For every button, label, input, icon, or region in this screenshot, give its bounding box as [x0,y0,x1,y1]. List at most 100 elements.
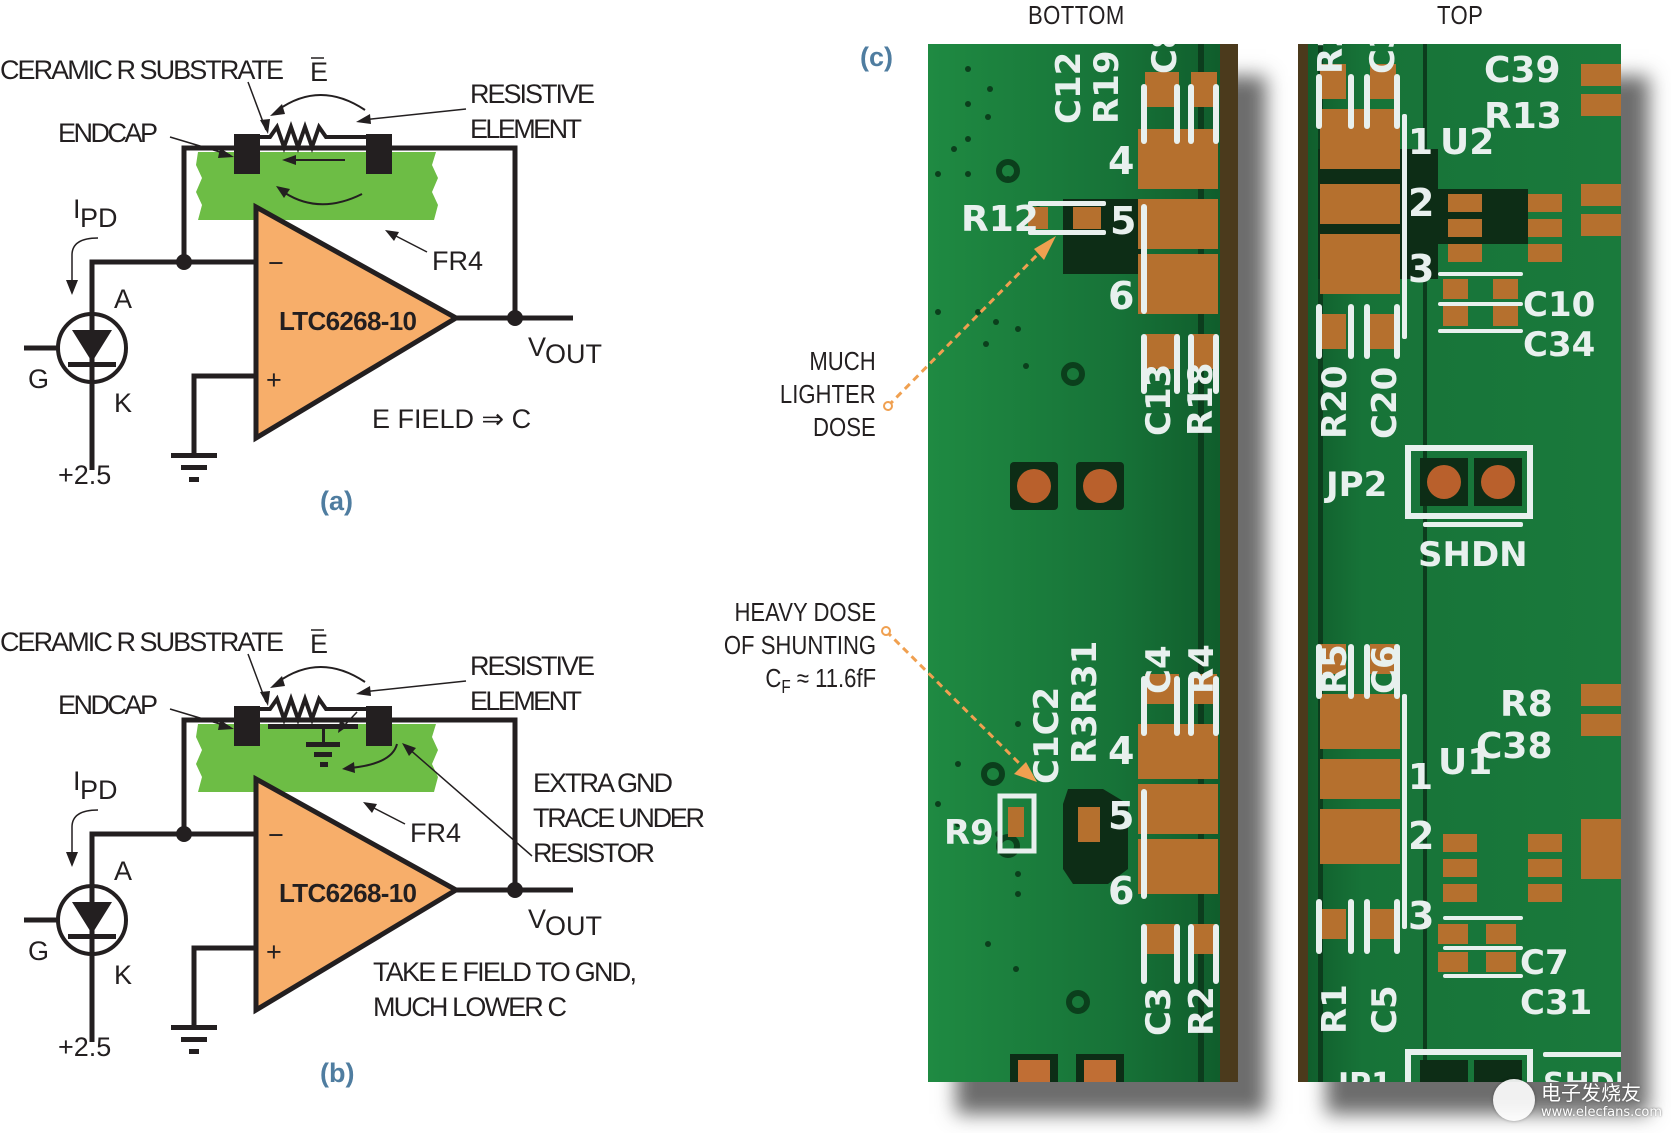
leader-fr4 [391,233,428,253]
silk-c3-top: C3 [1363,44,1403,74]
leader-fr4 [369,805,406,825]
arrowhead [356,114,371,124]
opamp-body [253,774,461,1015]
e-field-arc-fr4 [284,192,363,206]
fr4-board [196,152,438,220]
arrowhead [218,148,234,158]
arrowhead [260,119,270,134]
annotation-line: LIGHTER [780,379,876,409]
opamp-label: LTC6268-10 [279,306,417,336]
silk-c31: C31 [1520,983,1592,1023]
silk-pin3-u1: 3 [1408,894,1434,938]
label-substrate: CERAMIC R SUBSTRATE [0,627,284,657]
annotation-line: HEAVY DOSE [734,597,876,627]
silkscreen-lines [1316,74,1523,978]
label-gate: G [28,364,49,394]
e-field-arc-top [277,94,366,111]
silk-r2-top: R2 [1311,44,1351,74]
label-resistive-2: ELEMENT [470,686,582,716]
silk-u1: U1 [1438,742,1492,783]
label-anode: A [114,856,132,886]
label-anode: A [114,284,132,314]
endcap-left [234,706,260,746]
arrowhead [338,720,348,733]
junction-dot [176,826,192,842]
label-extra-gnd-3: RESISTOR [533,838,655,868]
label-resistive-2: ELEMENT [470,114,582,144]
silk-c10: C10 [1523,285,1595,325]
label-e-vector: E [310,629,328,659]
ground-icon [306,729,340,767]
cf-value: ≈ 11.6fF [790,663,876,693]
silk-c20: C20 [1365,367,1405,439]
arrowhead [260,691,270,706]
pcb-photo-bottom: C12 R19 C8 R12 4 5 6 C13 R18 C1C2 R3R31 … [928,44,1238,1082]
silk-c38: C38 [1476,726,1553,767]
silk-r1: R1 [1315,984,1355,1034]
label-extra-gnd-1: EXTRA GND [533,768,673,798]
label-vout: V [528,332,546,362]
silk-c1c2: C1C2 [1027,687,1067,784]
silk-u2: U2 [1440,122,1494,163]
junction-dot [507,882,523,898]
annotation-line: MUCH [809,346,876,376]
arrowhead [66,280,78,295]
silk-r12: R12 [961,199,1039,240]
silk-c6: C6 [1365,645,1405,694]
silk-c4: C4 [1139,645,1179,694]
pcb-top-drawing: R2 C3 C39 R13 1 U2 2 3 C10 C34 R20 C20 J… [1298,44,1621,1082]
arrowhead [282,155,296,165]
noninverting-input-wire [191,373,256,455]
arrowhead [276,186,290,198]
label-extra-gnd-2: TRACE UNDER [533,803,705,833]
label-cathode: K [114,388,132,418]
silk-pin2-u1: 2 [1408,814,1434,858]
opamp-label: LTC6268-10 [279,878,417,908]
arrowhead [270,104,285,116]
label-ipd: I [73,766,81,796]
e-field-arc-fr4 [349,743,398,769]
endcap-right [366,706,392,746]
silk-pin1-u1: 1 [1408,757,1433,798]
silk-r19: R19 [1087,51,1127,125]
caption-c-wrap: (c) [860,42,893,72]
arrowhead [363,802,377,813]
silk-r8: R8 [1500,684,1553,725]
label-note-2: MUCH LOWER C [373,992,567,1022]
label-endcap: ENDCAP [58,118,158,148]
label-supply: +2.5 [58,1032,111,1062]
arrowhead [385,230,399,241]
header-bottom: BOTTOM [1028,0,1125,30]
leader-resistive [361,680,467,693]
label-resistive-1: RESISTIVE [470,651,595,681]
silk-r3r31: R3R31 [1065,641,1105,764]
silk-jp1: JP1 [1336,1067,1392,1082]
label-note-1: TAKE E FIELD TO GND, [373,957,637,987]
silk-r9: R9 [944,813,994,853]
ground-icon [171,453,217,482]
silk-c39: C39 [1484,50,1561,91]
silk-r13: R13 [1484,96,1562,137]
junction-dot [176,254,192,270]
label-vout: V [528,904,546,934]
silk-jp2: JP2 [1324,465,1387,505]
caption-a: (a) [320,486,353,516]
fr4-board [196,724,438,792]
gnd-trace [268,724,358,729]
watermark-url: www.elecfans.com [1541,1105,1663,1120]
annotation-line: OF SHUNTING [723,630,876,660]
circuit-b [24,653,573,1054]
annotation-line: DOSE [813,412,876,442]
silk-pin4: 4 [1108,139,1134,183]
silk-r2: R2 [1182,986,1222,1036]
arrowhead [66,852,78,867]
silk-pin3-u2: 3 [1408,247,1434,291]
noninverting-input-wire [191,945,256,1027]
label-e-vector: E [310,57,328,87]
junction-dot [507,310,523,326]
schematic-panel-a: CERAMIC R SUBSTRATE E RESISTIVE ELEMENT … [0,55,602,516]
current-arrow [71,237,99,285]
label-ipd-sub: PD [80,775,118,805]
caption-b: (b) [320,1058,354,1088]
label-cathode: K [114,960,132,990]
